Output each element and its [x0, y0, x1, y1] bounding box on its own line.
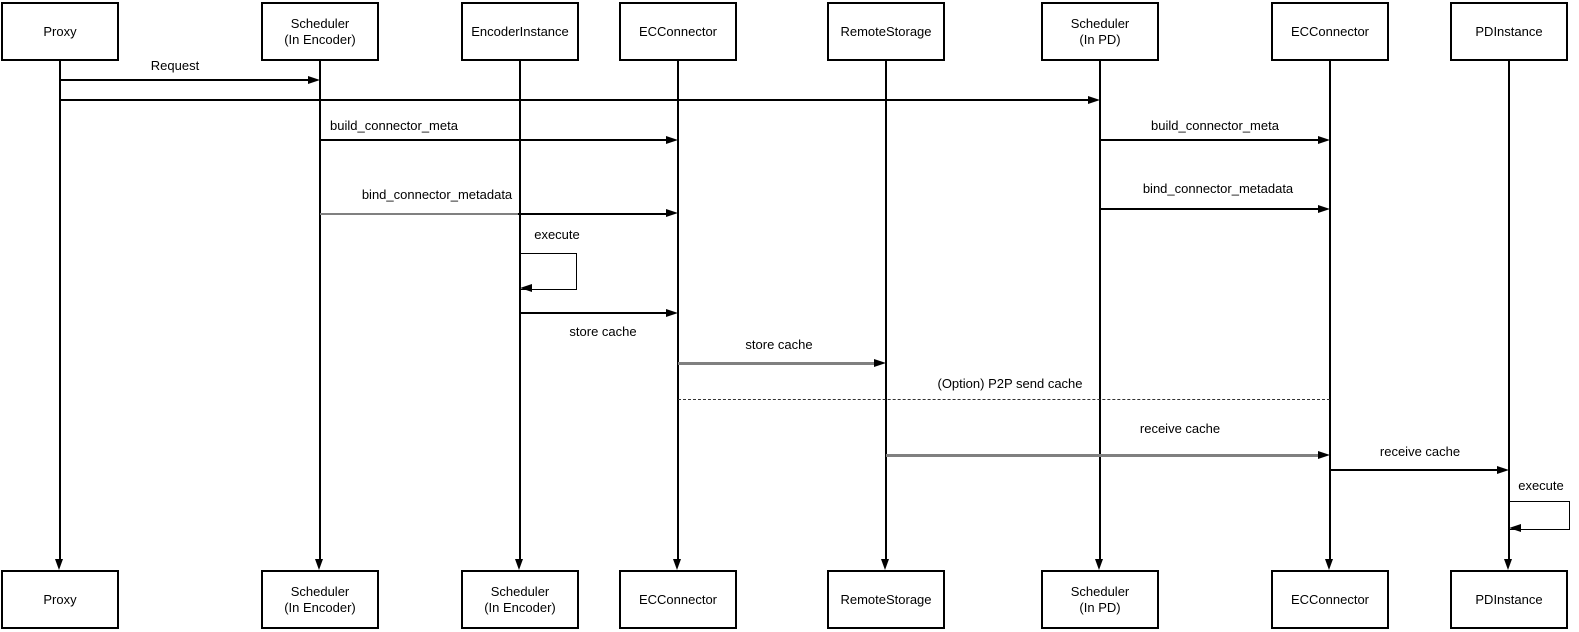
actor-bottom-encoder-instance: Scheduler (In Encoder) [461, 570, 579, 629]
arrowhead-icon [666, 135, 678, 144]
lifeline-arrow-icon [55, 559, 63, 570]
actor-top-proxy: Proxy [1, 2, 119, 61]
lifeline-encoder-instance [519, 61, 521, 562]
message-line-store-cache-remote [678, 361, 875, 365]
message-label-receive-cache-pd: receive cache [1379, 444, 1461, 459]
actor-bottom-proxy: Proxy [1, 570, 119, 629]
lifeline-pd-instance [1508, 61, 1510, 562]
actor-label: Proxy [43, 591, 77, 607]
lifeline-arrow-icon [673, 559, 681, 570]
actor-label: Scheduler (In PD) [1070, 583, 1130, 615]
arrowhead-icon [520, 284, 532, 292]
actor-label: PDInstance [1475, 23, 1543, 39]
actor-bottom-scheduler-in-encoder: Scheduler (In Encoder) [261, 570, 379, 629]
lifeline-arrow-icon [881, 559, 889, 570]
message-label-bind-connector-metadata-pd: bind_connector_metadata [1142, 181, 1294, 196]
actor-label: Scheduler (In Encoder) [484, 583, 556, 615]
message-label-execute-pd: execute [1518, 478, 1564, 493]
lifeline-arrow-icon [1504, 559, 1512, 570]
arrowhead-icon [1088, 95, 1100, 104]
actor-label: EncoderInstance [471, 23, 569, 39]
actor-top-pd-instance: PDInstance [1450, 2, 1568, 61]
actor-top-scheduler-in-pd: Scheduler (In PD) [1041, 2, 1159, 61]
arrowhead-icon [666, 308, 678, 317]
actor-label: ECConnector [638, 23, 718, 39]
lifeline-remote-storage [885, 61, 887, 562]
message-line-bind-connector-metadata-pd [1100, 208, 1319, 210]
message-line-receive-cache-ec [886, 453, 1319, 457]
message-label-build-connector-meta: build_connector_meta [330, 118, 458, 133]
actor-top-remote-storage: RemoteStorage [827, 2, 945, 61]
message-label-request: Request [150, 58, 200, 73]
arrowhead-icon [1318, 450, 1330, 459]
actor-label: ECConnector [1290, 23, 1370, 39]
actor-label: RemoteStorage [840, 23, 932, 39]
self-message-execute-pd [1509, 501, 1570, 530]
lifeline-ec-connector-pd [1329, 61, 1331, 562]
arrowhead-icon [1497, 465, 1509, 474]
arrowhead-icon [666, 209, 678, 217]
message-line-receive-cache-pd [1330, 469, 1498, 471]
arrowhead-icon [1509, 524, 1521, 532]
message-label-bind-connector-metadata: bind_connector_metadata [361, 187, 513, 202]
actor-label: ECConnector [1290, 591, 1370, 607]
actor-label: Scheduler (In Encoder) [284, 583, 356, 615]
lifeline-scheduler-in-pd [1099, 61, 1101, 562]
message-label-store-cache-remote: store cache [745, 337, 813, 352]
message-line-bind-connector-metadata [320, 212, 667, 215]
arrowhead-icon [1318, 135, 1330, 144]
actor-top-encoder-instance: EncoderInstance [461, 2, 579, 61]
message-line-forward-request [60, 99, 1089, 101]
message-label-p2p-send-cache: (Option) P2P send cache [937, 376, 1083, 391]
actor-label: ECConnector [638, 591, 718, 607]
message-line-store-cache-encoder [520, 312, 667, 314]
actor-label: Scheduler (In Encoder) [284, 15, 356, 47]
lifeline-arrow-icon [1095, 559, 1103, 570]
lifeline-proxy [59, 61, 61, 562]
message-label-store-cache-encoder: store cache [569, 324, 637, 339]
lifeline-arrow-icon [1325, 559, 1333, 570]
lifeline-arrow-icon [315, 559, 323, 570]
self-message-execute-encoder [520, 253, 577, 290]
actor-bottom-remote-storage: RemoteStorage [827, 570, 945, 629]
message-line-p2p-send-cache [678, 399, 1330, 400]
actor-top-ec-connector-pd: ECConnector [1271, 2, 1389, 61]
actor-label: Scheduler (In PD) [1070, 15, 1130, 47]
arrowhead-icon [1318, 204, 1330, 213]
actor-bottom-pd-instance: PDInstance [1450, 570, 1568, 629]
message-label-build-connector-meta-pd: build_connector_meta [1151, 118, 1279, 133]
message-line-build-connector-meta-pd [1100, 139, 1319, 141]
actor-label: PDInstance [1475, 591, 1543, 607]
message-label-execute-encoder: execute [534, 227, 580, 242]
arrowhead-icon [874, 358, 886, 367]
actor-bottom-ec-connector-encoder: ECConnector [619, 570, 737, 629]
actor-label: RemoteStorage [840, 591, 932, 607]
actor-label: Proxy [43, 23, 77, 39]
arrowhead-icon [308, 75, 320, 84]
message-line-build-connector-meta [320, 139, 667, 141]
actor-bottom-scheduler-in-pd: Scheduler (In PD) [1041, 570, 1159, 629]
message-line-request [60, 79, 309, 81]
actor-top-scheduler-in-encoder: Scheduler (In Encoder) [261, 2, 379, 61]
lifeline-arrow-icon [515, 559, 523, 570]
lifeline-scheduler-in-encoder [319, 61, 321, 562]
actor-top-ec-connector-encoder: ECConnector [619, 2, 737, 61]
message-label-receive-cache-ec: receive cache [1139, 421, 1221, 436]
actor-bottom-ec-connector-pd: ECConnector [1271, 570, 1389, 629]
